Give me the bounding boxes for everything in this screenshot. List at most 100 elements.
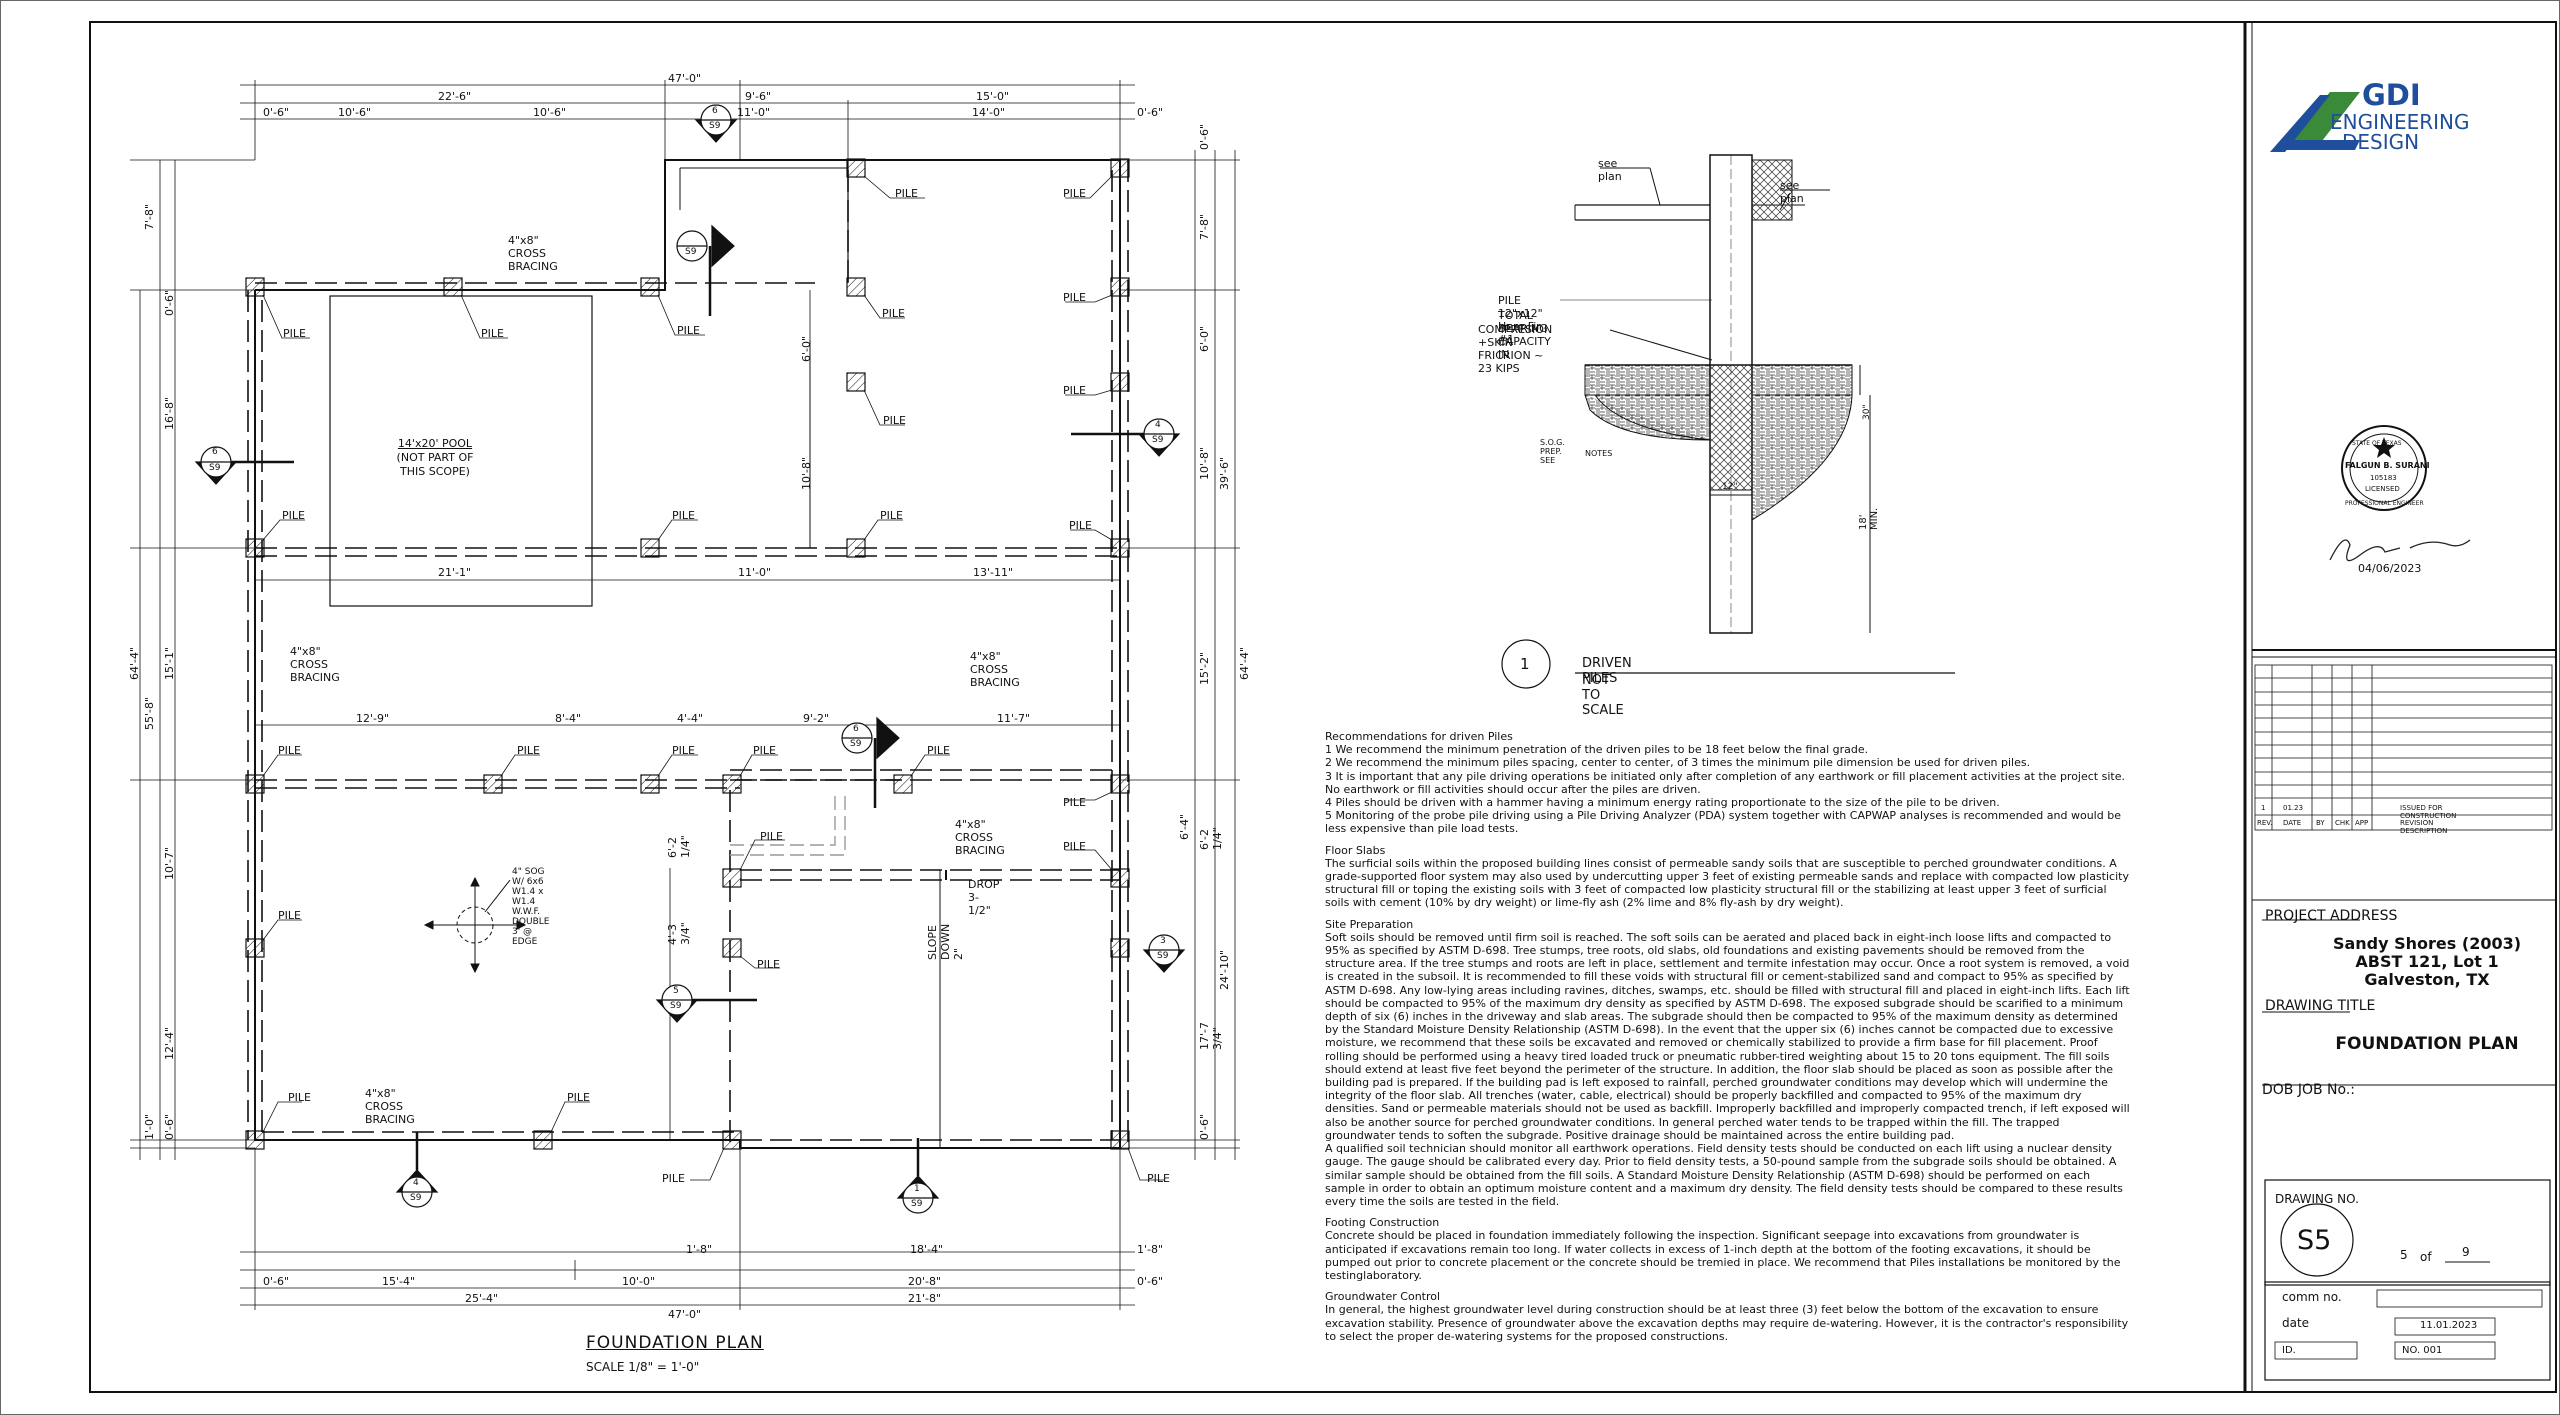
sog-prep-line1: S.O.G. PREP. SEE bbox=[1540, 438, 1565, 465]
dimension: 7'-8" bbox=[143, 203, 156, 230]
seal-licensed: LICENSED bbox=[2365, 485, 2400, 493]
pile-label: PILE bbox=[1063, 384, 1086, 397]
note-paragraph: Soft soils should be removed until firm … bbox=[1325, 930, 2130, 1142]
detail-number: 1 bbox=[1520, 655, 1530, 673]
dimension: 20'-8" bbox=[908, 1275, 942, 1288]
dimension: 16'-8" bbox=[163, 396, 176, 430]
dimension: 22'-6" bbox=[438, 90, 472, 103]
section-markers bbox=[194, 104, 1186, 1214]
section-sheet: S9 bbox=[670, 1001, 682, 1011]
dimension: 12'-4" bbox=[163, 1026, 176, 1060]
dimension: 8'-4" bbox=[555, 712, 582, 725]
dimension: 24'-10" bbox=[1218, 949, 1231, 990]
project-line2: ABST 121, Lot 1 bbox=[2355, 952, 2499, 971]
plan-title: FOUNDATION PLAN bbox=[586, 1333, 764, 1353]
date-value: 11.01.2023 bbox=[2420, 1320, 2478, 1331]
dim-30: 30" bbox=[1862, 404, 1872, 420]
rev-header: REV. bbox=[2257, 819, 2273, 827]
section-sheet: S9 bbox=[1157, 951, 1169, 961]
drop-note: DROP 3-1/2" bbox=[968, 878, 1000, 917]
section-sheet: S9 bbox=[911, 1199, 923, 1209]
cross-bracing-label: 4"x8" CROSS BRACING bbox=[970, 650, 1020, 689]
pile-label: PILE bbox=[288, 1091, 311, 1104]
seal-top: STATE OF TEXAS bbox=[2352, 440, 2402, 447]
pile-label: PILE bbox=[517, 744, 540, 757]
seal-date: 04/06/2023 bbox=[2358, 562, 2422, 575]
drawing-number: S5 bbox=[2297, 1225, 2332, 1256]
dimension: 6'-2 1/4" bbox=[666, 835, 692, 858]
dimension: 0'-6" bbox=[1137, 106, 1164, 119]
rev-header: CHK bbox=[2335, 819, 2350, 827]
seal-number: 105183 bbox=[2370, 474, 2397, 482]
sog-note: 4" SOG W/ 6x6 W1.4 x W1.4 W.W.F. DOUBLE … bbox=[512, 867, 550, 947]
dimension: 15'-2" bbox=[1198, 651, 1211, 685]
dimension: 0'-6" bbox=[163, 1113, 176, 1140]
pile-label: PILE bbox=[753, 744, 776, 757]
dimension: 1'-0" bbox=[143, 1113, 156, 1140]
pile-label: PILE bbox=[760, 830, 783, 843]
logo-design: DESIGN bbox=[2342, 130, 2420, 154]
detail-title: DRIVEN PILES bbox=[1582, 656, 1632, 686]
dimension: 13'-11" bbox=[973, 566, 1014, 579]
dimension: 6'-0" bbox=[800, 335, 813, 362]
notes-heading: Recommendations for driven Piles bbox=[1325, 730, 1513, 743]
rev-date: 01.23 bbox=[2283, 804, 2304, 812]
note-item: 4 Piles should be driven with a hammer h… bbox=[1325, 796, 2000, 810]
seal-name: FALGUN B. SURANI bbox=[2345, 461, 2430, 470]
dimension: 15'-0" bbox=[976, 90, 1010, 103]
rev-header: BY bbox=[2316, 819, 2325, 827]
pile-label: PILE bbox=[278, 909, 301, 922]
id-label: ID. bbox=[2282, 1345, 2296, 1356]
pile-label: PILE bbox=[677, 324, 700, 337]
dimension: 9'-2" bbox=[803, 712, 830, 725]
sheet-of: of bbox=[2420, 1250, 2432, 1264]
section-sheet: S9 bbox=[209, 463, 221, 473]
detail-subtitle: NOT TO SCALE bbox=[1582, 673, 1624, 718]
pile-label: PILE bbox=[662, 1172, 685, 1185]
note-paragraph: Concrete should be placed in foundation … bbox=[1325, 1229, 2121, 1282]
dimension: 15'-1" bbox=[163, 646, 176, 680]
notes-heading: Footing Construction bbox=[1325, 1216, 1440, 1230]
dimension: 55'-8" bbox=[143, 696, 156, 730]
section-number: 5 bbox=[673, 986, 679, 996]
pile-label: PILE bbox=[1063, 796, 1086, 809]
dimension: 4'-4" bbox=[677, 712, 704, 725]
plan-scale: SCALE 1/8" = 1'-0" bbox=[586, 1360, 700, 1374]
dimension: 0'-6" bbox=[263, 1275, 290, 1288]
drawing-no-label: DRAWING NO. bbox=[2275, 1192, 2359, 1206]
dimension: 64'-4" bbox=[1238, 646, 1251, 680]
dimension: 1'-8" bbox=[1137, 1243, 1164, 1256]
drawing-border bbox=[89, 21, 2557, 1393]
dimension: 0'-6" bbox=[1137, 1275, 1164, 1288]
pile-label: PILE bbox=[883, 414, 906, 427]
dimension: 6'-2 1/4" bbox=[1198, 827, 1224, 850]
see-plan-label: see plan bbox=[1598, 157, 1622, 183]
notes-heading: Floor Slabs bbox=[1325, 843, 1386, 857]
dimension: 11'-0" bbox=[738, 566, 772, 579]
pile-label: PILE bbox=[672, 744, 695, 757]
logo-gdi: GDI bbox=[2362, 78, 2421, 112]
logo-engineering: ENGINEERING bbox=[2330, 110, 2470, 134]
pile-label: PILE bbox=[882, 307, 905, 320]
cross-bracing-label: 4"x8" CROSS BRACING bbox=[365, 1087, 415, 1126]
notes-heading: Site Preparation bbox=[1325, 917, 1414, 931]
rev-number: 1 bbox=[2261, 804, 2266, 812]
dimension: 1'-8" bbox=[686, 1243, 713, 1256]
section-sheet: S9 bbox=[1152, 435, 1164, 445]
section-number: 4 bbox=[1155, 420, 1161, 430]
dimension: 0'-6" bbox=[1198, 123, 1211, 150]
dimension: 10'-6" bbox=[533, 106, 567, 119]
section-number: 1 bbox=[914, 1184, 920, 1194]
dimension: 21'-1" bbox=[438, 566, 472, 579]
dim-18-min: 18' MIN. bbox=[1858, 507, 1880, 530]
pile-label: PILE bbox=[481, 327, 504, 340]
dimension: 11'-0" bbox=[737, 106, 771, 119]
note-paragraph: The surficial soils within the proposed … bbox=[1325, 856, 2129, 910]
dimension: 10'-7" bbox=[163, 846, 176, 880]
dimension: 47'-0" bbox=[668, 1308, 702, 1321]
dimension: 10'-8" bbox=[800, 456, 813, 490]
capacity-line2: COMPRESION +SKIN FRICRION ~ 23 KIPS bbox=[1478, 323, 1553, 375]
seal-bottom: PROFESSIONAL ENGINEER bbox=[2345, 500, 2424, 507]
drawing-title: FOUNDATION PLAN bbox=[2335, 1034, 2519, 1054]
